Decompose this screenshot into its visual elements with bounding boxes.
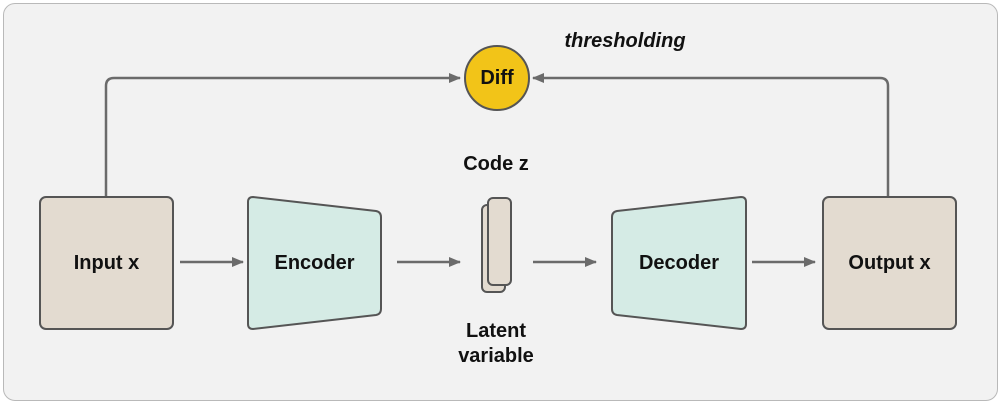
latent-label-line2: variable — [458, 344, 534, 367]
input-to-diff-arrow — [104, 73, 461, 197]
latent-label-line1: Latent — [466, 319, 526, 342]
diff-circle — [464, 45, 530, 111]
decoder-label: Decoder — [638, 251, 720, 274]
encoder-shape — [247, 195, 382, 331]
decoder-shape — [611, 195, 747, 331]
code-card-front — [487, 197, 512, 286]
encoder-label: Encoder — [274, 251, 355, 274]
input-label: Input x — [73, 251, 140, 274]
threshold-label: thresholding — [564, 29, 686, 52]
output-box — [822, 196, 957, 330]
input-box — [39, 196, 174, 330]
output-to-diff-arrow — [532, 73, 890, 197]
output-label: Output x — [848, 251, 931, 274]
code-label: Code z — [463, 152, 529, 175]
diff-label: Diff — [480, 66, 514, 89]
